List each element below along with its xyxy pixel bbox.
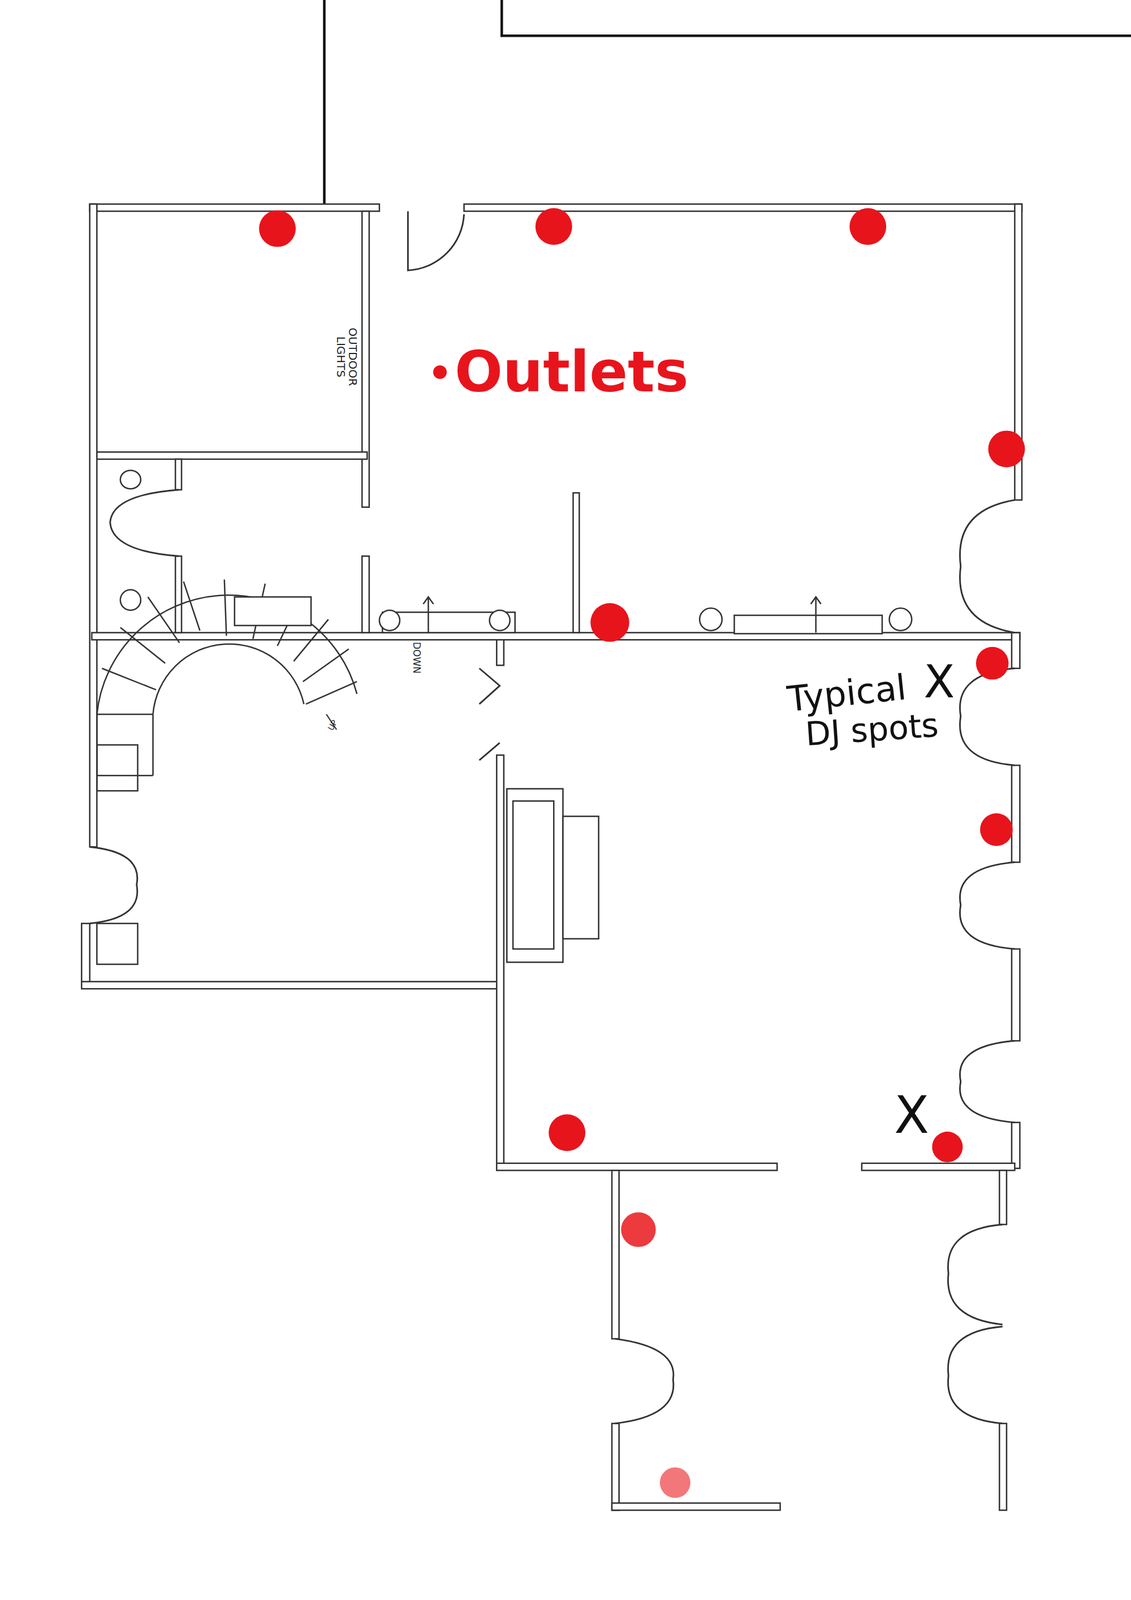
- walls-part: [361, 555, 370, 633]
- stairs-part: [153, 644, 305, 715]
- fixtures-part: [120, 589, 141, 611]
- site-lines-part: [501, 0, 1131, 36]
- walls-part: [1011, 765, 1020, 862]
- doors-part: [407, 210, 464, 271]
- walls-part: [81, 923, 90, 987]
- doors-part: [947, 1224, 1003, 1325]
- note-text: Typical: [785, 668, 908, 719]
- walls-part: [496, 754, 504, 1169]
- doors: [89, 210, 1016, 1423]
- walls-part: [496, 1163, 777, 1171]
- fixtures-part: [234, 596, 312, 626]
- legend-item: Outlets: [433, 343, 689, 401]
- fixtures: [120, 470, 912, 634]
- fixtures-part: [699, 607, 723, 631]
- doors-part: [110, 489, 179, 556]
- outlet-dots: [258, 208, 1025, 1499]
- fixtures-part: [734, 615, 882, 634]
- walls-part: [611, 1503, 781, 1511]
- fireplace-part: [512, 800, 554, 949]
- stair-label: DOWN: [411, 641, 422, 674]
- fixtures-part: [810, 596, 822, 633]
- site-lines: [324, 0, 1131, 205]
- walls-part: [1011, 632, 1020, 669]
- site-lines-part: [322, 0, 326, 205]
- fireplace: [506, 788, 599, 963]
- doors-part: [479, 668, 500, 705]
- fixtures-part: [489, 610, 511, 631]
- walls-part: [175, 459, 182, 490]
- stairs-part: [96, 579, 357, 715]
- walls-part: [573, 492, 580, 633]
- doors-part: [960, 1040, 1016, 1122]
- outlet-dots-part: [620, 1211, 656, 1247]
- walls-part: [96, 451, 368, 460]
- legend-swatch: [433, 365, 447, 379]
- doors-part: [89, 846, 138, 923]
- walls-part: [861, 1163, 1016, 1171]
- outlet-dots-part: [849, 208, 887, 245]
- fixtures-part: [379, 610, 400, 631]
- walls-part: [999, 1170, 1007, 1225]
- walls-part: [611, 1170, 620, 1339]
- outlet-dots-part: [548, 1114, 586, 1151]
- fixtures-part: [422, 596, 434, 633]
- walls-part: [361, 210, 370, 507]
- outlet-dots-part: [976, 646, 1009, 680]
- doors-part: [947, 1326, 1003, 1423]
- outlet-dots-part: [258, 210, 296, 248]
- outlet-dots-part: [590, 602, 630, 642]
- stairs-part: [96, 594, 357, 715]
- outlet-dots-part: [988, 430, 1026, 468]
- room-label: OUTDOOR LIGHTS: [334, 323, 359, 391]
- doors-part: [479, 742, 500, 761]
- outlet-dots-part: [931, 1131, 963, 1163]
- legend-text: Outlets: [454, 343, 689, 401]
- walls: [81, 204, 1022, 1510]
- doors-part: [960, 668, 1016, 766]
- walls-part: [999, 1423, 1007, 1510]
- note-text: DJ spots: [804, 707, 940, 751]
- walls-part: [1011, 948, 1020, 1041]
- fixtures-part: [889, 607, 913, 631]
- walls-part: [175, 555, 182, 633]
- stairs: [96, 579, 357, 965]
- outlet-dots-part: [659, 1466, 691, 1498]
- walls-part: [89, 204, 380, 212]
- doors-part: [614, 1338, 673, 1424]
- x-mark: X: [894, 1088, 930, 1143]
- fixtures-part: [120, 470, 141, 489]
- doors-part: [960, 499, 1016, 633]
- walls-part: [496, 639, 504, 666]
- fireplace-part: [562, 816, 599, 939]
- walls-part: [89, 204, 98, 848]
- doors-part: [960, 862, 1016, 949]
- walls-part: [611, 1423, 620, 1510]
- outlet-dots-part: [980, 813, 1013, 846]
- stairs-part: [96, 923, 138, 965]
- x-mark: X: [924, 658, 956, 706]
- fireplace-part: [506, 788, 563, 963]
- walls-part: [1011, 1122, 1020, 1169]
- stairs-part: [96, 744, 138, 791]
- outlet-dots-part: [535, 208, 573, 245]
- stair-label: UP: [326, 718, 339, 732]
- walls-part: [81, 981, 502, 990]
